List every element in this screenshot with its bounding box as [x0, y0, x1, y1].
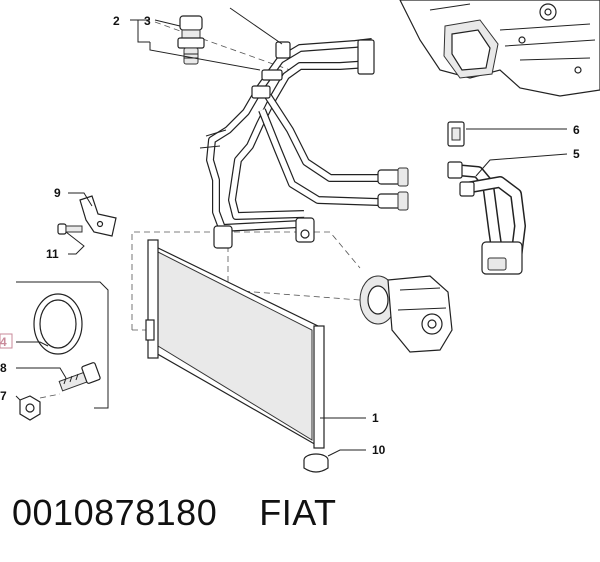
sealing-ring — [33, 293, 83, 355]
refrigerant-pipes — [199, 38, 409, 249]
parts-diagram: 2 3 6 5 9 11 4 8 7 1 10 — [0, 0, 600, 473]
bolt — [58, 362, 101, 392]
suction-hose — [447, 161, 526, 275]
part-number-caption: 0010878180 FIAT — [12, 492, 337, 533]
callout-3: 3 — [144, 14, 151, 28]
callout-1: 1 — [372, 411, 379, 425]
callout-2: 2 — [113, 14, 120, 28]
callout-11: 11 — [46, 247, 59, 261]
callout-labels: 2 3 6 5 9 11 4 8 7 1 10 — [0, 14, 580, 457]
nut — [19, 395, 41, 421]
compressor-illustration — [359, 275, 453, 353]
callout-5: 5 — [573, 147, 580, 161]
callout-8: 8 — [0, 361, 7, 375]
callout-7: 7 — [0, 389, 7, 403]
callout-4: 4 — [0, 335, 7, 349]
callout-10: 10 — [372, 443, 386, 457]
callout-4-highlight — [0, 333, 13, 349]
screw — [57, 223, 83, 235]
engine-housing-illustration — [399, 0, 600, 97]
pressure-switch — [177, 15, 205, 65]
callout-leaders — [15, 7, 568, 457]
hose-clip — [447, 121, 465, 147]
callout-9: 9 — [54, 186, 61, 200]
condenser — [145, 239, 325, 449]
callout-6: 6 — [573, 123, 580, 137]
mounting-bracket — [79, 195, 117, 237]
drier-cap — [303, 453, 329, 473]
